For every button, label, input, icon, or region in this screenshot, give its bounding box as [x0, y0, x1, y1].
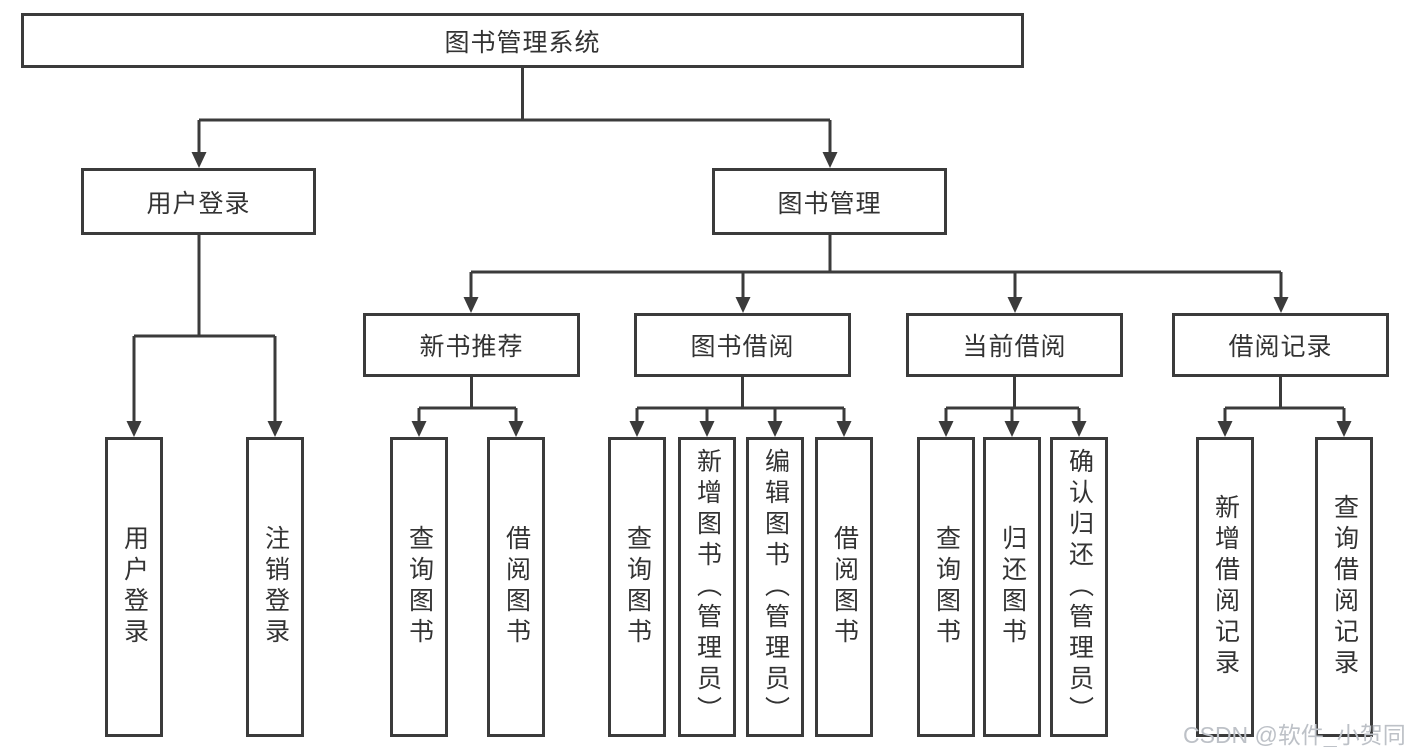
leaf-borrowing-query-books: 查询图书 [608, 437, 666, 737]
leaf-edit-books-admin-label: 编辑图书（管理员） [761, 447, 790, 727]
leaf-confirm-return-admin-label: 确认归还（管理员） [1065, 447, 1094, 727]
leaf-recommend-query-books: 查询图书 [390, 437, 448, 737]
leaf-recommend-borrow-books: 借阅图书 [487, 437, 545, 737]
node-library-system: 图书管理系统 [21, 13, 1024, 68]
node-borrowing-records-label: 借阅记录 [1228, 333, 1333, 361]
node-new-book-recommendation-label: 新书推荐 [419, 333, 524, 361]
leaf-query-borrow-record-label: 查询借阅记录 [1330, 494, 1359, 680]
node-user-login-label: 用户登录 [146, 189, 251, 218]
node-book-borrowing-label: 图书借阅 [690, 333, 795, 361]
node-current-borrowing-label: 当前借阅 [962, 333, 1067, 361]
node-book-management-label: 图书管理 [777, 189, 882, 218]
node-book-management: 图书管理 [712, 168, 947, 235]
leaf-borrowing-query-books-label: 查询图书 [623, 525, 652, 649]
leaf-recommend-borrow-books-label: 借阅图书 [502, 525, 531, 649]
leaf-logout: 注销登录 [246, 437, 304, 737]
node-book-borrowing: 图书借阅 [634, 313, 851, 377]
leaf-logout-label: 注销登录 [261, 525, 290, 649]
leaf-confirm-return-admin: 确认归还（管理员） [1050, 437, 1108, 737]
leaf-borrow-books-label: 借阅图书 [830, 525, 859, 649]
node-new-book-recommendation: 新书推荐 [363, 313, 580, 377]
csdn-watermark: CSDN @软件_小贺同学 [1183, 722, 1405, 747]
leaf-recommend-query-books-label: 查询图书 [405, 525, 434, 649]
leaf-borrow-books: 借阅图书 [815, 437, 873, 737]
leaf-return-books: 归还图书 [983, 437, 1041, 737]
leaf-add-books-admin-label: 新增图书（管理员） [693, 447, 722, 727]
leaf-add-books-admin: 新增图书（管理员） [678, 437, 736, 737]
leaf-current-query-books-label: 查询图书 [932, 525, 961, 649]
leaf-add-borrow-record-label: 新增借阅记录 [1211, 494, 1240, 680]
leaf-user-login: 用户登录 [105, 437, 163, 737]
node-borrowing-records: 借阅记录 [1172, 313, 1389, 377]
leaf-return-books-label: 归还图书 [998, 525, 1027, 649]
leaf-current-query-books: 查询图书 [917, 437, 975, 737]
leaf-query-borrow-record: 查询借阅记录 [1315, 437, 1373, 737]
node-library-system-label: 图书管理系统 [444, 28, 601, 57]
leaf-user-login-label: 用户登录 [120, 525, 149, 649]
node-user-login: 用户登录 [81, 168, 316, 235]
leaf-edit-books-admin: 编辑图书（管理员） [746, 437, 804, 737]
leaf-add-borrow-record: 新增借阅记录 [1196, 437, 1254, 737]
node-current-borrowing: 当前借阅 [906, 313, 1123, 377]
